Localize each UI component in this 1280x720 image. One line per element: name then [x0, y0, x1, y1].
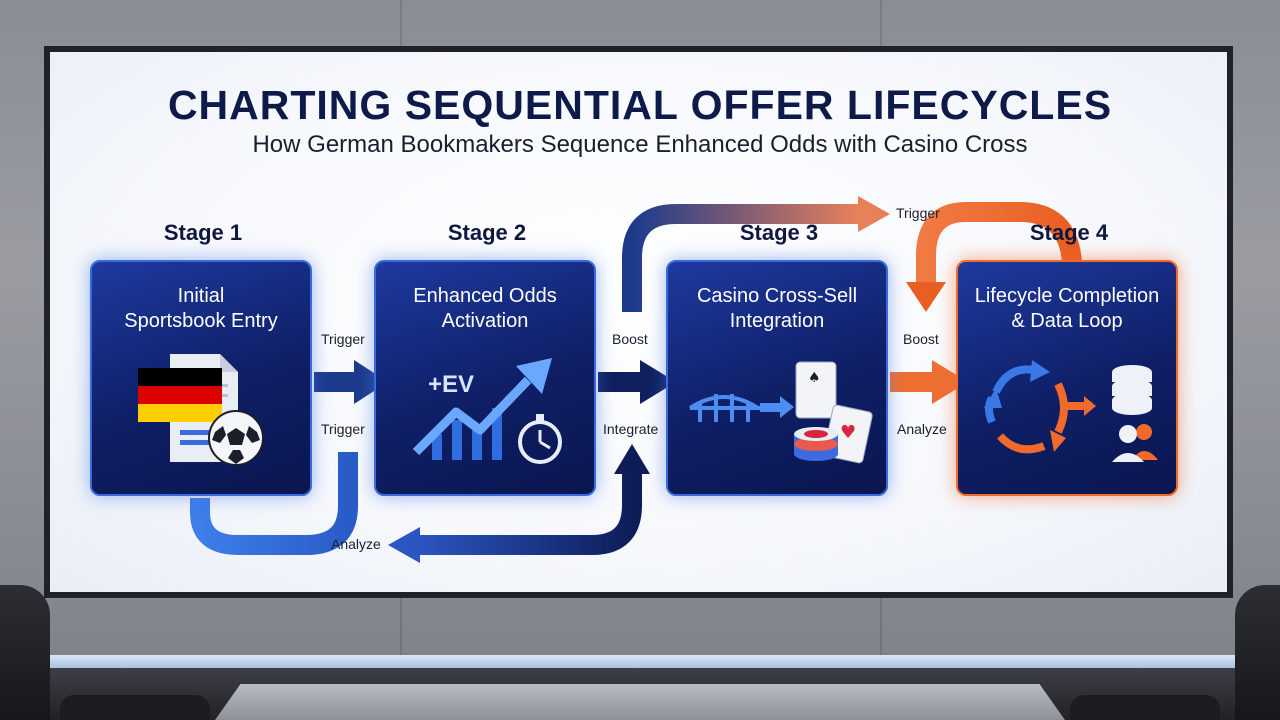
- svg-text:♠: ♠: [808, 370, 821, 386]
- stage-4-card: Lifecycle Completion & Data Loop: [956, 260, 1178, 496]
- flag-ticket-ball-icon: [138, 354, 264, 466]
- conference-table: [215, 684, 1065, 720]
- slide-subtitle: How German Bookmakers Sequence Enhanced …: [252, 131, 1028, 158]
- stage-2-title: Enhanced Odds Activation: [413, 285, 557, 332]
- flow-label-trigger-2: Trigger: [321, 421, 365, 437]
- stage-3-card: Casino Cross-Sell Integration ♠ ♥: [666, 260, 888, 496]
- flow-label-trigger-top: Trigger: [896, 205, 940, 221]
- chair-left-seat: [60, 695, 210, 720]
- cycle-arrows-icon: [985, 365, 1068, 454]
- flow-label-analyze-1: Analyze: [897, 421, 947, 437]
- odds-growth-icon: +EV: [412, 358, 562, 464]
- led-strip: [0, 655, 1280, 671]
- db-arrowhead: [1084, 396, 1096, 416]
- data-loop-icon: [984, 360, 1158, 462]
- stage-4-title: Lifecycle Completion & Data Loop: [974, 285, 1160, 332]
- svg-text:♥: ♥: [840, 422, 856, 443]
- flow-label-integrate: Integrate: [603, 421, 659, 437]
- chair-left: [0, 585, 50, 720]
- user-group-icon: [1112, 424, 1158, 462]
- casino-chips-icon: [794, 427, 838, 461]
- flow-label-boost-2: Boost: [903, 331, 939, 347]
- chair-right-seat: [1070, 695, 1220, 720]
- stage-4-label: Stage 4: [1029, 220, 1109, 245]
- stopwatch-icon: [518, 414, 562, 464]
- bar-chart-icon: [432, 408, 502, 460]
- flow-label-boost-1: Boost: [612, 331, 648, 347]
- stage-1-title: Initial Sportsbook Entry: [124, 285, 278, 332]
- bridge-icon: [688, 394, 760, 422]
- stage-1-card: Initial Sportsbook Entry: [90, 260, 312, 496]
- german-flag-icon: [138, 368, 222, 422]
- stage-2-card: Enhanced Odds Activation +EV: [374, 260, 596, 496]
- chair-right: [1235, 585, 1280, 720]
- stage-1-label: Stage 1: [163, 220, 243, 245]
- soccer-ball-icon: [208, 410, 264, 466]
- database-icon: [1112, 365, 1152, 415]
- stage-3-label: Stage 3: [739, 220, 819, 245]
- flow-label-analyze-2: Analyze: [331, 536, 381, 552]
- stage-3-title: Casino Cross-Sell Integration: [696, 285, 858, 332]
- ev-text: +EV: [428, 371, 474, 398]
- bridge-arrowhead: [780, 396, 794, 418]
- trend-arrow-icon: [412, 376, 532, 456]
- flow-label-trigger-1: Trigger: [321, 331, 365, 347]
- slide-title: CHARTING SEQUENTIAL OFFER LIFECYCLES: [167, 82, 1113, 128]
- stage-2-label: Stage 2: [447, 220, 527, 245]
- casino-bridge-icon: ♠ ♥: [688, 361, 873, 464]
